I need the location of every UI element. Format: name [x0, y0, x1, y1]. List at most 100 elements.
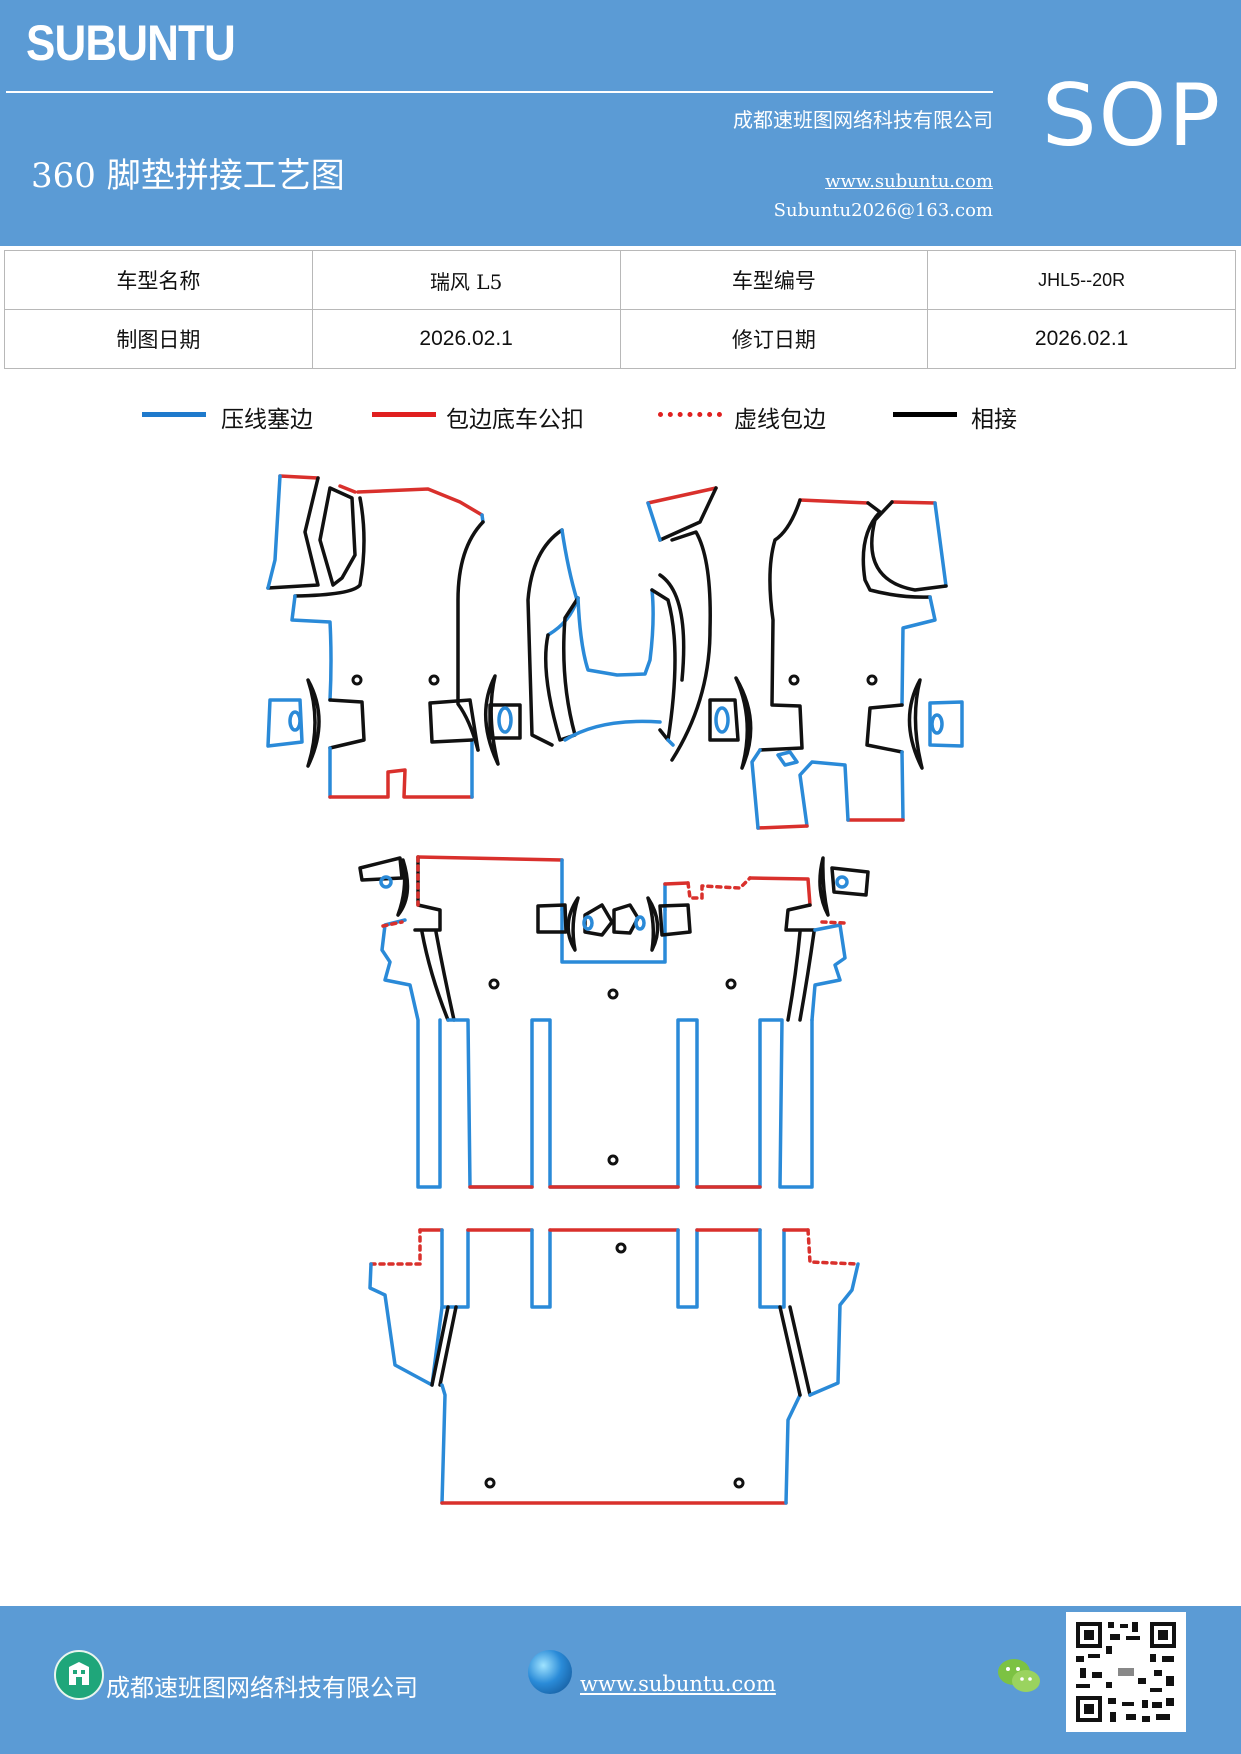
blue-edge [563, 719, 662, 742]
hole [788, 674, 800, 686]
blue-edge [546, 528, 579, 637]
model-code-value: JHL5--20R [927, 250, 1236, 310]
red-edge [890, 500, 937, 505]
black-edge [708, 698, 740, 742]
red-edge [356, 487, 484, 517]
black-edge [830, 866, 870, 897]
red-edge [646, 486, 718, 505]
legend-label: 虚线包边 [734, 407, 826, 433]
legend-swatch [893, 412, 957, 417]
black-edge [861, 501, 932, 599]
hole [607, 1154, 619, 1166]
second-row-left-clip [358, 856, 410, 917]
blue-edge [290, 594, 333, 702]
black-edge [306, 678, 321, 768]
black-edge [358, 856, 404, 882]
blue-edge [714, 706, 730, 734]
legend-swatch [372, 412, 436, 417]
blue-edge [810, 923, 847, 1022]
blue-edge [758, 1228, 786, 1309]
front-left-mat [266, 474, 485, 799]
header-divider [6, 91, 993, 93]
building-icon-glyph [69, 1662, 89, 1685]
black-edge [778, 1305, 812, 1397]
email-address: Subuntu2026@163.com [773, 200, 993, 221]
front-left-clip [266, 678, 321, 768]
black-edge [536, 903, 568, 934]
legend-label: 包边底车公扣 [446, 407, 584, 433]
black-edge [612, 903, 640, 935]
model-name-label: 车型名称 [4, 250, 313, 310]
hole [725, 978, 737, 990]
red-edge [338, 484, 357, 494]
black-edge [658, 573, 686, 682]
blue-edge [379, 875, 393, 889]
blue-edge [835, 875, 849, 889]
vehicle-info-table: 车型名称 瑞风 L5 车型编号 JHL5--20R 制图日期 2026.02.1… [4, 250, 1236, 369]
red-edge [663, 881, 690, 886]
hole [484, 1477, 496, 1489]
hole [351, 674, 363, 686]
model-name-value: 瑞风 L5 [311, 250, 621, 310]
website-link[interactable]: www.subuntu.com [825, 171, 993, 192]
black-edge [428, 698, 480, 752]
legend-label: 相接 [971, 407, 1017, 433]
blue-edge [808, 1262, 860, 1397]
blue-edge [440, 1383, 447, 1505]
hole [733, 1477, 745, 1489]
red-edge [278, 474, 320, 480]
brand-logo: SUBUNTU [26, 15, 236, 71]
blue-edge [776, 750, 799, 767]
blue-edge [750, 748, 762, 830]
front-far-right-clip [907, 678, 964, 770]
blue-edge [928, 700, 964, 748]
second-row-mat [380, 855, 847, 1189]
revise-date-value: 2026.02.1 [927, 309, 1236, 369]
hole [866, 674, 878, 686]
footer-company-name: 成都速班图网络科技有限公司 [106, 1674, 418, 1702]
black-edge [818, 856, 830, 917]
black-edge [526, 528, 564, 747]
black-edge [488, 703, 522, 740]
table-row: 制图日期 2026.02.1 修订日期 2026.02.1 [4, 309, 1236, 369]
table-row: 车型名称 瑞风 L5 车型编号 JHL5--20R [4, 250, 1236, 310]
blue-edge [666, 738, 675, 747]
sop-badge: SOP [1042, 66, 1223, 166]
blue-edge [266, 698, 304, 748]
black-edge [420, 930, 456, 1022]
document-title: 360 脚垫拼接工艺图 [31, 156, 345, 196]
second-row-center-clips [536, 896, 692, 952]
black-edge [784, 903, 817, 932]
footer-website-link[interactable]: www.subuntu.com [580, 1672, 776, 1696]
blue-edge [576, 588, 655, 677]
legend-swatch [142, 412, 206, 417]
blue-edge [582, 915, 594, 931]
revise-date-label: 修订日期 [619, 309, 929, 369]
black-edge [907, 678, 924, 770]
black-edge [758, 498, 804, 752]
blue-edge [530, 1228, 552, 1309]
black-edge [266, 476, 320, 590]
floor-mat-diagram [266, 474, 964, 1505]
blue-edge [380, 918, 442, 1189]
blue-edge [288, 710, 302, 732]
black-edge [396, 858, 410, 917]
legend-label: 压线塞边 [221, 407, 313, 433]
red-edge [369, 1228, 422, 1266]
company-name: 成都速班图网络科技有限公司 [733, 108, 993, 132]
wechat-icon[interactable] [996, 1656, 1042, 1700]
blue-edge [676, 1228, 699, 1309]
black-edge [670, 530, 712, 762]
second-row-right-clip [818, 856, 870, 917]
black-edge [646, 896, 660, 952]
black-edge [786, 930, 816, 1022]
black-edge [658, 903, 692, 937]
black-edge [543, 596, 580, 742]
red-edge [820, 920, 847, 925]
blue-edge [446, 1018, 814, 1189]
black-edge [566, 896, 580, 952]
black-edge [650, 588, 677, 742]
blue-edge [930, 713, 944, 735]
black-edge [456, 520, 485, 752]
draw-date-value: 2026.02.1 [311, 309, 621, 369]
